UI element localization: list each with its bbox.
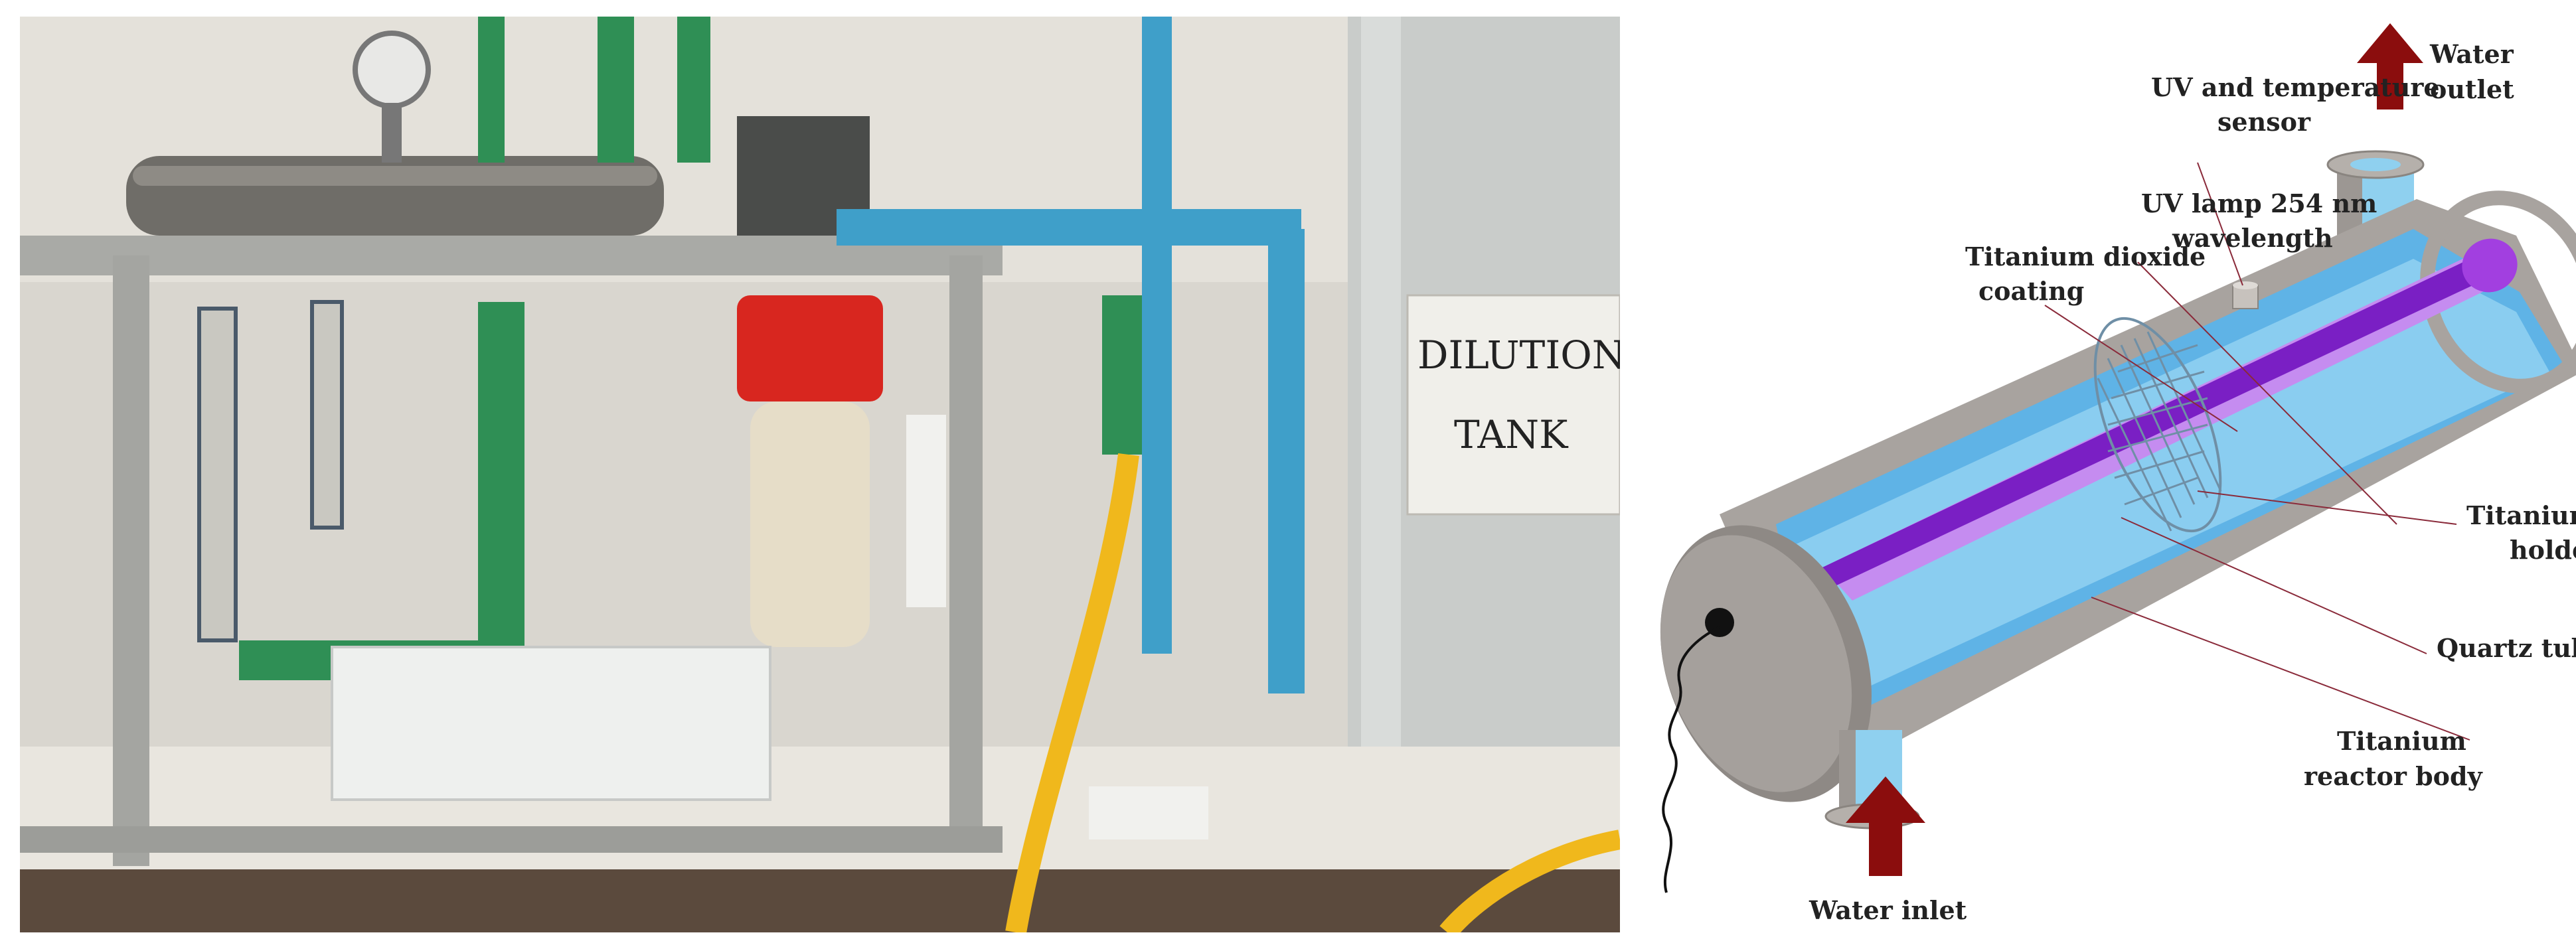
pressure-gauge (353, 31, 431, 109)
leader-body (2091, 597, 2470, 741)
blue-pipe-drop (1268, 229, 1305, 693)
coating-inner (1796, 259, 2549, 703)
label-water-outlet-line-2: outlet (2430, 74, 2514, 104)
green-pipe-loop (478, 302, 524, 674)
label-uv-lamp: UV lamp 254 nm wavelength (2141, 188, 2386, 253)
blue-pipe-horizontal (837, 209, 1301, 246)
leader-sensor (2197, 162, 2243, 286)
power-cable (1662, 626, 1720, 893)
flowmeter-right (310, 300, 344, 530)
green-pipe-vertical-2 (598, 17, 634, 163)
lamp-holder-mesh (2093, 317, 2222, 533)
power-strip-floor (1089, 786, 1208, 839)
label-uv-temp-sensor: UV and temperature sensor (2151, 72, 2449, 137)
photo-reactor-highlight (133, 166, 657, 186)
label-water-inlet-line-1: Water inlet (1809, 895, 1967, 925)
label-uv-temp-sensor-line-2: sensor (2217, 107, 2311, 137)
leader-lamp-holder (2197, 490, 2457, 525)
lab-setup-photo: DILUTION TANK (20, 17, 1620, 932)
label-reactor-body: Titanium reactor body (2304, 726, 2483, 791)
label-quartz-tube-line-1: Quartz tube (2437, 633, 2576, 663)
dilution-tank-sign: DILUTION TANK (1406, 294, 1620, 516)
frame-right-post (949, 255, 983, 853)
green-pipe-right (1102, 295, 1142, 455)
label-water-outlet-line-1: Water (2429, 39, 2514, 69)
leader-uv-lamp (2137, 261, 2397, 525)
tank-sign-line-2: TANK (1454, 412, 1569, 457)
label-uv-temp-sensor-line-1: UV and temperature (2151, 72, 2440, 102)
label-uv-lamp-line-2: wavelength (2172, 223, 2333, 253)
bench-edge (20, 869, 1620, 932)
label-lamp-holder: Titanium lamp holder (2466, 500, 2576, 565)
label-quartz-tube: Quartz tube (2437, 633, 2576, 663)
gauge-stem (382, 103, 402, 163)
frame-bottom-rail (20, 826, 1003, 853)
label-water-outlet: Water outlet (2429, 39, 2522, 104)
inlet-arrow (1846, 776, 1925, 876)
label-reactor-body-line-2: reactor body (2304, 761, 2483, 791)
label-water-inlet: Water inlet (1809, 895, 1967, 925)
green-pipe-vertical-3 (677, 17, 710, 163)
outlet-arrow (2357, 23, 2423, 109)
label-tio2-coating-line-2: coating (1978, 276, 2084, 306)
plastic-tray (331, 646, 771, 801)
label-lamp-holder-line-1: Titanium lamp (2466, 500, 2576, 530)
green-pipe-vertical-1 (478, 17, 505, 163)
leader-quartz (2121, 517, 2427, 654)
leader-lines (2044, 162, 2470, 741)
filter-cartridge (750, 401, 870, 647)
label-lamp-holder-line-2: holder (2510, 535, 2576, 565)
reactor-diagram: UV and temperature sensor Water outlet U… (1660, 23, 2576, 925)
yellow-hose (1005, 453, 1139, 932)
lamp-end (2462, 238, 2518, 293)
reactor-right-rim (2420, 190, 2576, 394)
yellow-hose-2 (1439, 830, 1620, 932)
reactor-left-cap-face (1660, 535, 1852, 792)
label-tio2-coating-line-1: Titanium dioxide (1965, 242, 2206, 271)
frame-left-post (113, 255, 149, 866)
power-strip-vertical (906, 415, 946, 607)
uv-temp-sensor (2232, 281, 2259, 309)
label-reactor-body-line-1: Titanium (2337, 726, 2466, 756)
tank-sign-line-1: DILUTION (1417, 332, 1620, 378)
flowmeter-left (197, 307, 238, 642)
filter-cap (737, 295, 883, 401)
blue-pipe-vertical (1142, 17, 1172, 654)
label-uv-lamp-line-1: UV lamp 254 nm (2141, 188, 2377, 218)
label-tio2-coating: Titanium dioxide coating (1965, 242, 2214, 306)
leader-coating (2044, 305, 2238, 432)
dilution-tank-highlight (1361, 17, 1401, 859)
uv-lamp (1822, 262, 2480, 587)
